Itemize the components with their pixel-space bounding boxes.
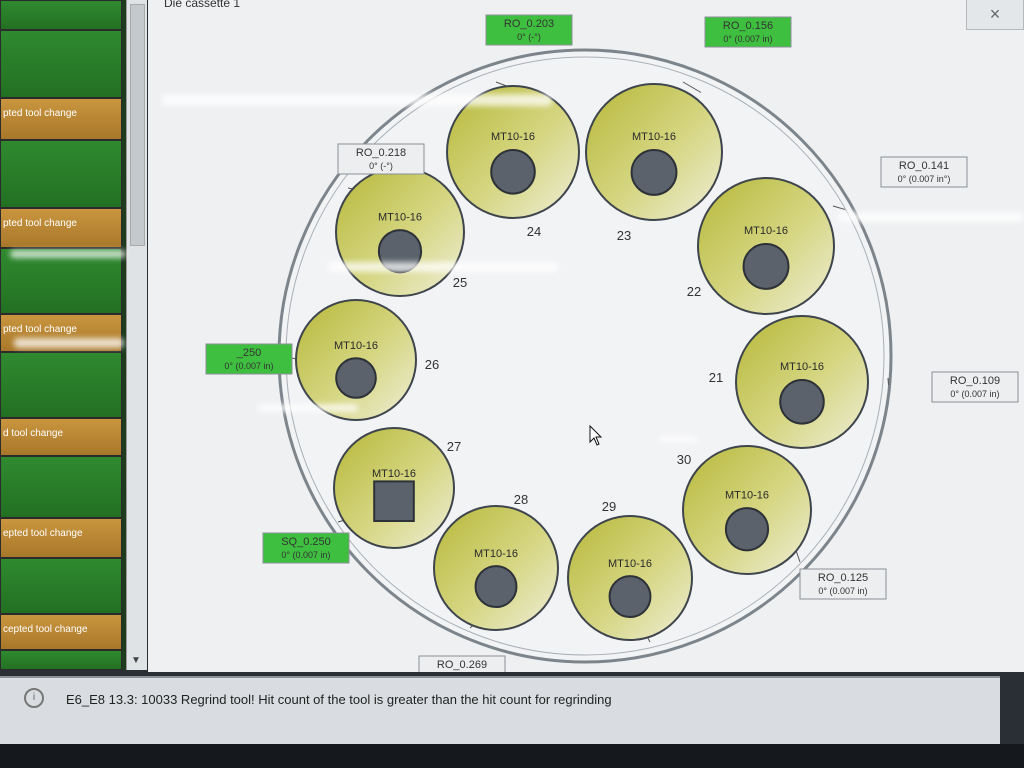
tool-tag-name: _250 bbox=[236, 347, 261, 359]
tool-tag-angle: 0° (0.007 in) bbox=[224, 361, 273, 371]
tool-tag[interactable] bbox=[418, 655, 506, 672]
tool-tag-angle: 0° (0.007 in°) bbox=[898, 174, 951, 184]
list-item[interactable] bbox=[0, 558, 122, 614]
station-tool-label: MT10-16 bbox=[334, 340, 378, 352]
punch-round-icon bbox=[490, 149, 536, 195]
station-number: 30 bbox=[677, 452, 691, 467]
station-number: 29 bbox=[602, 499, 616, 514]
status-bar: i E6_E8 13.3: 10033 Regrind tool! Hit co… bbox=[0, 676, 1000, 746]
status-message: E6_E8 13.3: 10033 Regrind tool! Hit coun… bbox=[66, 692, 612, 707]
tool-station[interactable]: MT10-16 22 RO_0.141 0° (0.007 in°) bbox=[687, 156, 968, 315]
tool-tag[interactable] bbox=[931, 371, 1019, 403]
tool-station[interactable]: MT10-1629RO_0.2810° (0.007 in) bbox=[567, 499, 706, 672]
station-leader-line bbox=[682, 81, 702, 93]
tool-tag[interactable] bbox=[880, 156, 968, 188]
station-tool-label: MT10-16 bbox=[372, 468, 416, 480]
station-tool-label: MT10-16 bbox=[780, 361, 824, 373]
tool-station[interactable]: MT10-16 21 RO_0.109 0° (0.007 in) bbox=[709, 315, 1019, 449]
list-item[interactable] bbox=[0, 456, 122, 518]
punch-round-icon bbox=[335, 357, 377, 399]
list-item[interactable]: pted tool change bbox=[0, 98, 122, 140]
tool-tag-angle: 0° (-°) bbox=[369, 161, 393, 171]
punch-round-icon bbox=[724, 507, 770, 552]
tool-tag-name: RO_0.218 bbox=[356, 147, 406, 159]
die-cassette-panel: Die cassette 1 × MT10-16 21 RO_0.109 0° (0.… bbox=[148, 0, 1024, 672]
monitor-bezel bbox=[0, 744, 1024, 768]
tool-station[interactable]: MT10-16 26 _250 0° (0.007 in) bbox=[205, 299, 439, 421]
mouse-cursor-icon bbox=[589, 424, 603, 446]
punch-round-icon bbox=[630, 148, 678, 196]
station-tool-label: MT10-16 bbox=[744, 225, 788, 237]
tool-tag-name: RO_0.125 bbox=[818, 572, 868, 584]
punch-round-icon bbox=[779, 379, 825, 425]
station-leader-line bbox=[832, 205, 846, 210]
station-tool-label: MT10-16 bbox=[632, 131, 676, 143]
list-item[interactable]: d tool change bbox=[0, 418, 122, 456]
station-number: 26 bbox=[425, 357, 439, 372]
tool-tag-name: RO_0.141 bbox=[899, 160, 949, 172]
tool-change-list: pted tool change pted tool change pted too… bbox=[0, 0, 126, 670]
tool-tag-angle: 0° (-°) bbox=[517, 32, 541, 42]
tool-tag-angle: 0° (0.007 in) bbox=[281, 550, 330, 560]
punch-round-icon bbox=[608, 575, 652, 619]
station-tool-label: MT10-16 bbox=[608, 558, 652, 570]
tool-tag-angle: 0° (0.007 in) bbox=[950, 389, 999, 399]
station-leader-line bbox=[887, 377, 889, 386]
tool-tag-name: SQ_0.250 bbox=[281, 536, 331, 548]
list-item[interactable] bbox=[0, 30, 122, 98]
panel-title: Die cassette 1 bbox=[164, 0, 241, 10]
punch-round-icon bbox=[474, 565, 518, 609]
station-number: 21 bbox=[709, 370, 723, 385]
station-tool-label: MT10-16 bbox=[378, 211, 422, 223]
punch-square-icon bbox=[373, 480, 415, 522]
list-item[interactable]: epted tool change bbox=[0, 518, 122, 558]
list-item[interactable] bbox=[0, 0, 122, 30]
tool-station[interactable]: MT10-16 23 RO_0.156 0° (0.007 in) bbox=[585, 16, 792, 243]
tool-tag[interactable] bbox=[262, 532, 350, 564]
scrollbar-thumb[interactable] bbox=[130, 4, 145, 246]
tool-tag-angle: 0° (0.007 in) bbox=[818, 586, 867, 596]
punch-round-icon bbox=[742, 242, 790, 290]
tool-station[interactable]: MT10-16 24 RO_0.203 0° (-°) bbox=[446, 14, 580, 239]
list-item[interactable] bbox=[0, 140, 122, 208]
list-scrollbar[interactable]: ▼ bbox=[126, 0, 147, 670]
punch-round-icon bbox=[377, 229, 423, 274]
station-tool-label: MT10-16 bbox=[474, 548, 518, 560]
station-number: 27 bbox=[447, 439, 461, 454]
station-number: 24 bbox=[527, 224, 541, 239]
list-item[interactable] bbox=[0, 650, 122, 670]
tool-tag[interactable] bbox=[337, 143, 425, 175]
tool-tag-name: RO_0.156 bbox=[723, 20, 773, 32]
info-icon: i bbox=[24, 688, 44, 708]
list-item[interactable] bbox=[0, 352, 122, 418]
tool-tag[interactable] bbox=[799, 568, 887, 600]
list-item[interactable]: cepted tool change bbox=[0, 614, 122, 650]
station-tool-label: MT10-16 bbox=[491, 131, 535, 143]
scroll-down-icon[interactable]: ▼ bbox=[131, 655, 141, 666]
station-tool-label: MT10-16 bbox=[725, 489, 769, 501]
tool-tag-name: RO_0.203 bbox=[504, 18, 554, 30]
list-item[interactable]: pted tool change bbox=[0, 208, 122, 248]
list-item[interactable]: pted tool change bbox=[0, 314, 122, 352]
tool-tag[interactable] bbox=[205, 343, 293, 375]
tool-tag[interactable] bbox=[704, 16, 792, 48]
tool-tag-name: RO_0.109 bbox=[950, 375, 1000, 387]
tool-tag-angle: 0° (0.007 in) bbox=[723, 34, 772, 44]
tool-tag-name: RO_0.269 bbox=[437, 659, 487, 671]
tool-tag[interactable] bbox=[485, 14, 573, 46]
station-number: 22 bbox=[687, 284, 701, 299]
station-number: 28 bbox=[514, 492, 528, 507]
close-button[interactable]: × bbox=[966, 0, 1024, 30]
station-number: 25 bbox=[453, 275, 467, 290]
list-item[interactable] bbox=[0, 248, 122, 314]
station-number: 23 bbox=[617, 228, 631, 243]
